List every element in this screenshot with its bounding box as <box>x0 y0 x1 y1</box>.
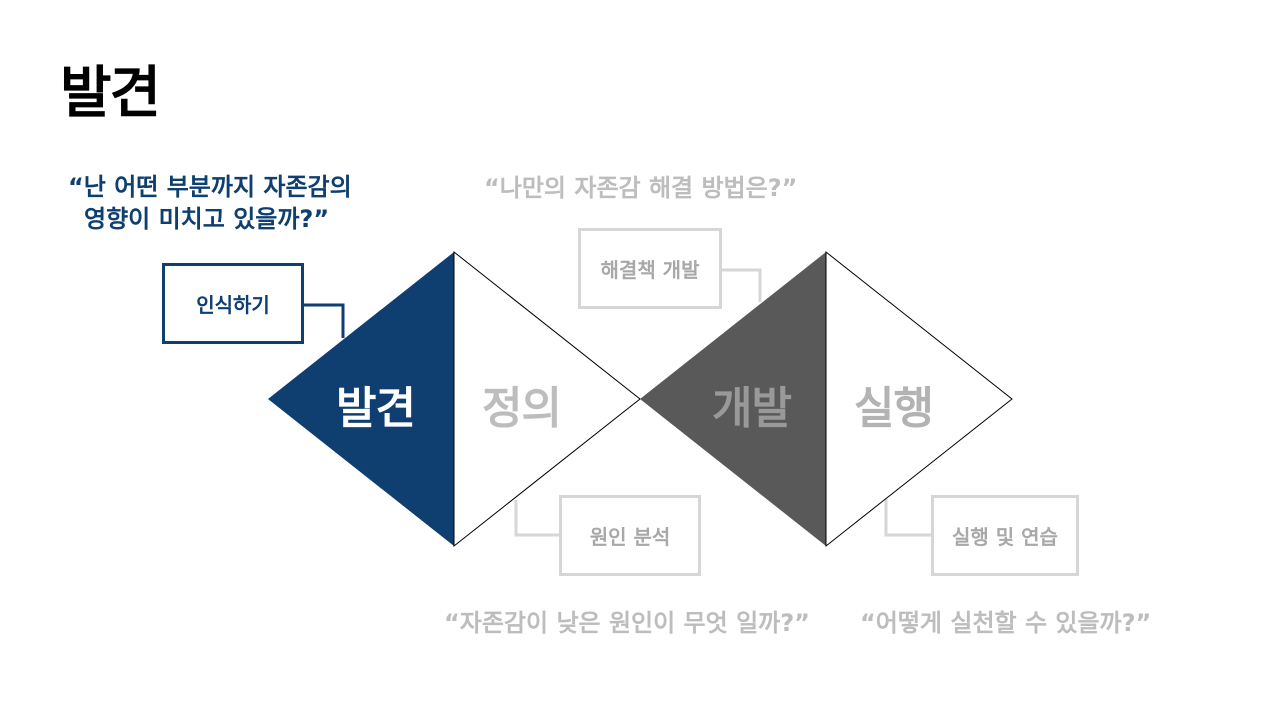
page-title: 발견 <box>60 61 161 126</box>
deliver-triangle <box>825 250 1013 548</box>
practice-box: 실행 및 연습 <box>931 495 1079 576</box>
develop-question: “나만의 자존감 해결 방법은?” <box>484 174 798 202</box>
discover-question-line2: 영향이 미치고 있을까?” <box>84 205 330 233</box>
phase-define-label: 정의 <box>482 383 562 434</box>
cause-analysis-box: 원인 분석 <box>559 495 701 576</box>
phase-develop-label: 개발 <box>712 383 792 434</box>
solution-box: 해결책 개발 <box>578 228 722 309</box>
recognize-box: 인식하기 <box>162 263 304 344</box>
recognize-connector <box>303 303 345 338</box>
discover-triangle <box>268 252 454 546</box>
practice-connector <box>884 497 932 537</box>
discover-question-line1: “난 어떤 부분까지 자존감의 <box>68 173 352 201</box>
solution-connector <box>721 268 762 302</box>
define-question: “자존감이 낮은 원인이 무엇 일까?” <box>444 609 810 637</box>
discover-question: “난 어떤 부분까지 자존감의 영향이 미치고 있을까?” <box>68 171 352 235</box>
define-triangle <box>453 250 641 548</box>
cause-connector <box>514 500 560 537</box>
develop-triangle <box>640 252 826 546</box>
phase-discover-label: 발견 <box>336 383 416 434</box>
phase-deliver-label: 실행 <box>854 383 934 434</box>
deliver-question: “어떻게 실천할 수 있을까?” <box>860 609 1152 637</box>
